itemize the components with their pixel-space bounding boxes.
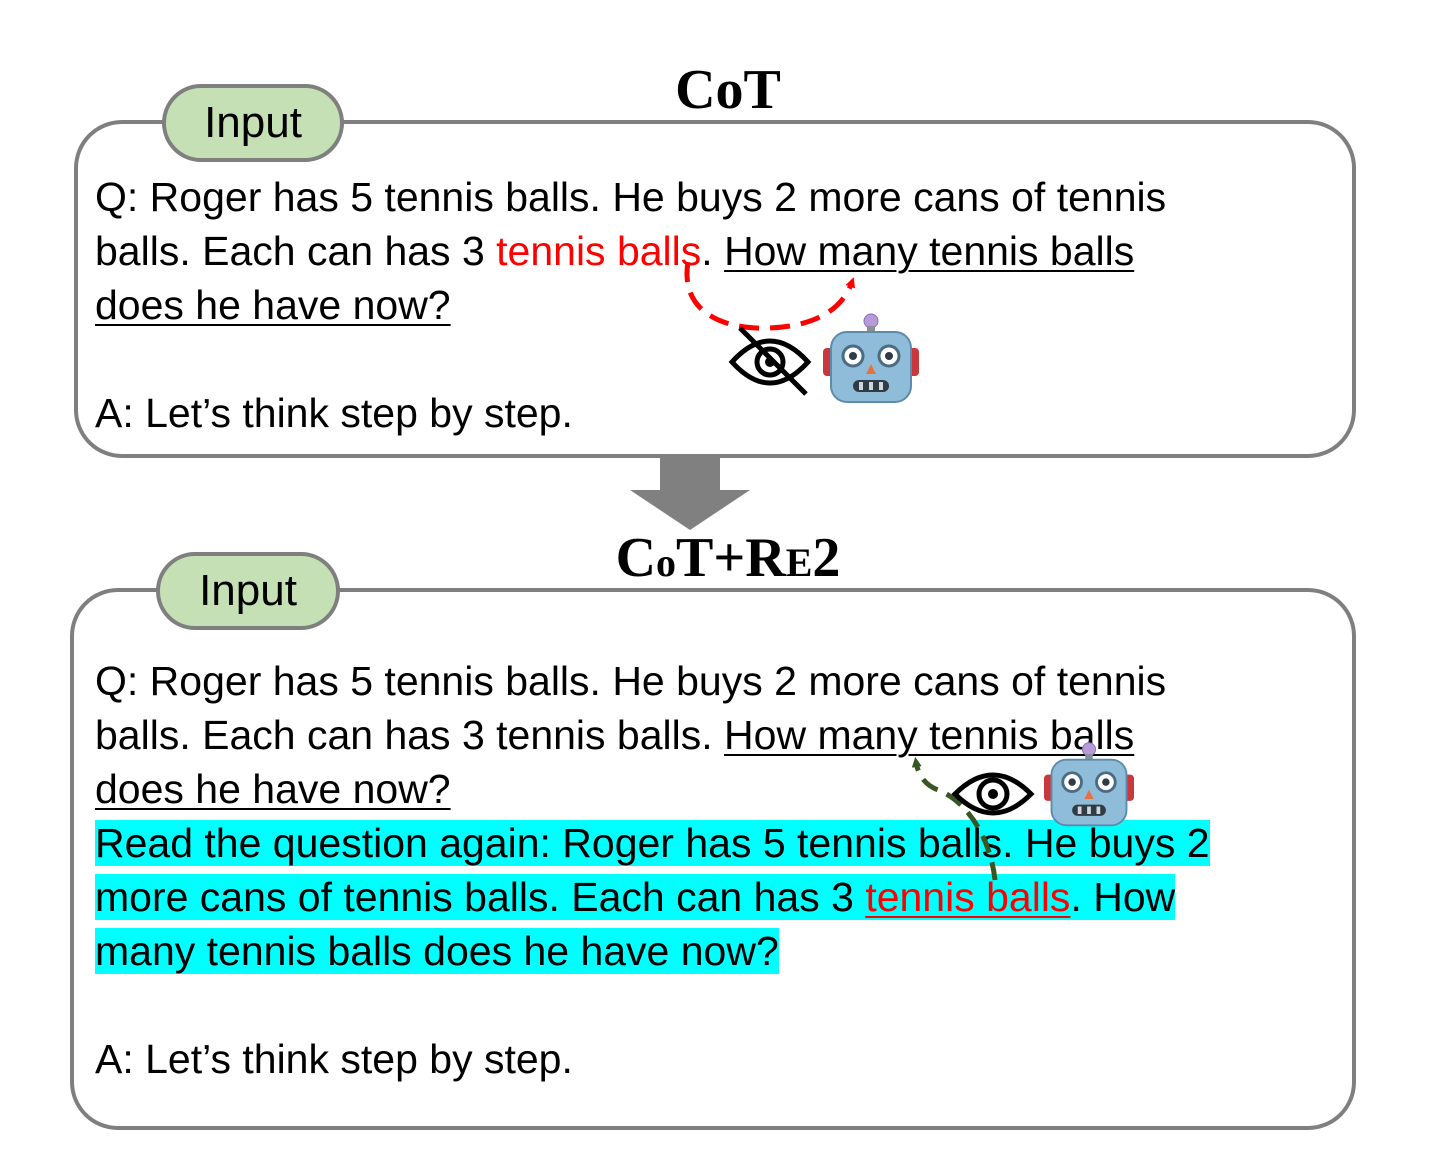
eye-icon	[951, 772, 1035, 816]
cot-re2-title-o: o	[656, 540, 677, 585]
cot-re2-question-line-3: does he have now?	[95, 762, 1210, 816]
cot-re2-attention-arrow	[911, 757, 998, 881]
reread-emphasis-phrase: tennis balls	[865, 874, 1071, 920]
cot-answer-text: A: Let’s think step by step.	[95, 390, 573, 436]
eye-slash-icon	[728, 326, 812, 396]
cot-re2-title-tr: T+R	[676, 527, 786, 589]
cot-re2-input-tag: Input	[156, 552, 340, 630]
cot-re2-title: CoT+RE2	[0, 528, 1456, 593]
cot-q-line1-text: Q: Roger has 5 tennis balls. He buys 2 m…	[95, 174, 1167, 220]
cot-question-line-3: does he have now?	[95, 278, 1166, 332]
cot-re2-input-tag-label: Input	[199, 566, 297, 615]
cot-re2-q-line2-text: balls. Each can has 3 tennis balls.	[95, 712, 725, 758]
cot-attention-arrow	[684, 261, 856, 331]
robot-icon	[823, 313, 919, 403]
reread-text-1: Read the question again: Roger has 5 ten…	[95, 820, 1210, 866]
cot-re2-title-c: C	[615, 527, 657, 589]
cot-re2-question-underlined-2: does he have now?	[95, 766, 451, 812]
cot-re2-q-line1-text: Q: Roger has 5 tennis balls. He buys 2 m…	[95, 658, 1167, 704]
cot-title: CoT	[0, 60, 1456, 120]
cot-re2-title-2: 2	[812, 527, 841, 589]
cot-q-line2-period: .	[701, 228, 725, 274]
cot-input-tag-label: Input	[204, 98, 302, 147]
cot-question-line-2: balls. Each can has 3 tennis balls. How …	[95, 224, 1166, 278]
cot-q-line2-text: balls. Each can has 3	[95, 228, 497, 274]
reread-line-1: Read the question again: Roger has 5 ten…	[95, 816, 1210, 870]
cot-re2-answer: A: Let’s think step by step.	[95, 1032, 573, 1086]
robot-icon	[1044, 742, 1134, 827]
cot-re2-question-underlined: How many tennis balls	[724, 712, 1135, 758]
reread-text-3: many tennis balls does he have now?	[95, 928, 779, 974]
cot-re2-title-e: E	[785, 540, 813, 585]
cot-question-line-1: Q: Roger has 5 tennis balls. He buys 2 m…	[95, 170, 1166, 224]
cot-re2-question-line-1: Q: Roger has 5 tennis balls. He buys 2 m…	[95, 654, 1210, 708]
reread-text-2a: more cans of tennis balls. Each can has …	[95, 874, 866, 920]
down-arrow-icon	[630, 454, 750, 530]
reread-text-2b: . How	[1070, 874, 1176, 920]
cot-title-text: CoT	[675, 59, 781, 121]
cot-emphasis-phrase: tennis balls	[496, 228, 702, 274]
cot-input-tag: Input	[162, 84, 344, 162]
reread-line-2: more cans of tennis balls. Each can has …	[95, 870, 1210, 924]
cot-question-underlined-2: does he have now?	[95, 282, 451, 328]
cot-re2-answer-text: A: Let’s think step by step.	[95, 1036, 573, 1082]
cot-input-panel	[74, 120, 1356, 458]
reread-text-2: more cans of tennis balls. Each can has …	[95, 874, 1176, 920]
cot-question: Q: Roger has 5 tennis balls. He buys 2 m…	[95, 170, 1166, 332]
cot-re2-question-line-2: balls. Each can has 3 tennis balls. How …	[95, 708, 1210, 762]
cot-question-underlined: How many tennis balls	[724, 228, 1135, 274]
cot-answer: A: Let’s think step by step.	[95, 386, 573, 440]
cot-re2-question: Q: Roger has 5 tennis balls. He buys 2 m…	[95, 654, 1210, 978]
reread-line-3: many tennis balls does he have now?	[95, 924, 1210, 978]
